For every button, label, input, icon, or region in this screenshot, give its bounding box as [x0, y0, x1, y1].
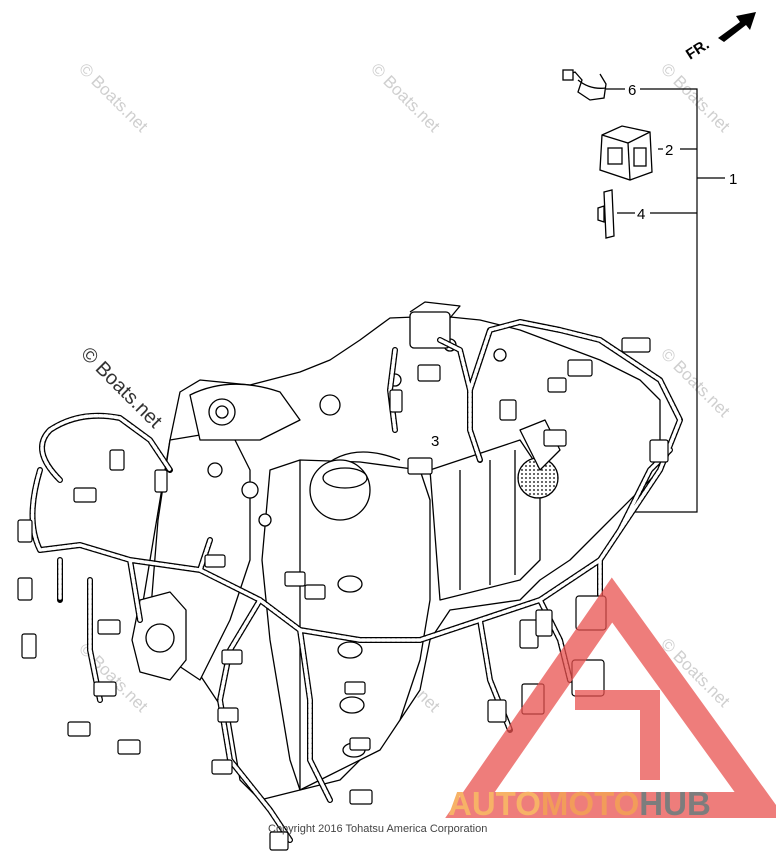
logo-word-hub: HUB [639, 785, 711, 822]
callout-4: 4 [637, 206, 645, 223]
logo-inner-icon [575, 690, 660, 780]
callout-leaders [435, 88, 725, 513]
watermark-text: © Boats.net [657, 59, 734, 136]
harness-connectors [17, 337, 669, 851]
part-4-band [597, 189, 615, 239]
part-6-clip [562, 69, 607, 101]
watermark-text: © Boats.net [657, 344, 734, 421]
callout-labels: 6 2 1 4 3 [431, 82, 737, 450]
logo-word-moto: MOTO [541, 785, 639, 822]
part-2-holder [599, 125, 653, 181]
copyright-text: Copyright 2016 Tohatsu America Corporati… [268, 823, 487, 835]
callout-6: 6 [628, 82, 636, 99]
watermark-text: © Boats.net [75, 59, 152, 136]
callout-3: 3 [431, 433, 439, 450]
engine-block [131, 301, 661, 801]
logo-word-auto: AUTO [448, 785, 541, 822]
direction-label: FR. [683, 36, 713, 63]
arrow-icon [718, 12, 756, 42]
automotohub-logo: AUTOMOTOHUB [445, 577, 776, 822]
callout-2: 2 [665, 142, 673, 159]
wiring-harness [29, 319, 683, 843]
logo-triangle-icon [445, 577, 776, 818]
svg-text:AUTOMOTOHUB: AUTOMOTOHUB [448, 785, 711, 822]
front-direction-indicator: FR. [683, 12, 756, 63]
watermark-text: © Boats.net [367, 59, 444, 136]
callout-1: 1 [729, 171, 737, 188]
